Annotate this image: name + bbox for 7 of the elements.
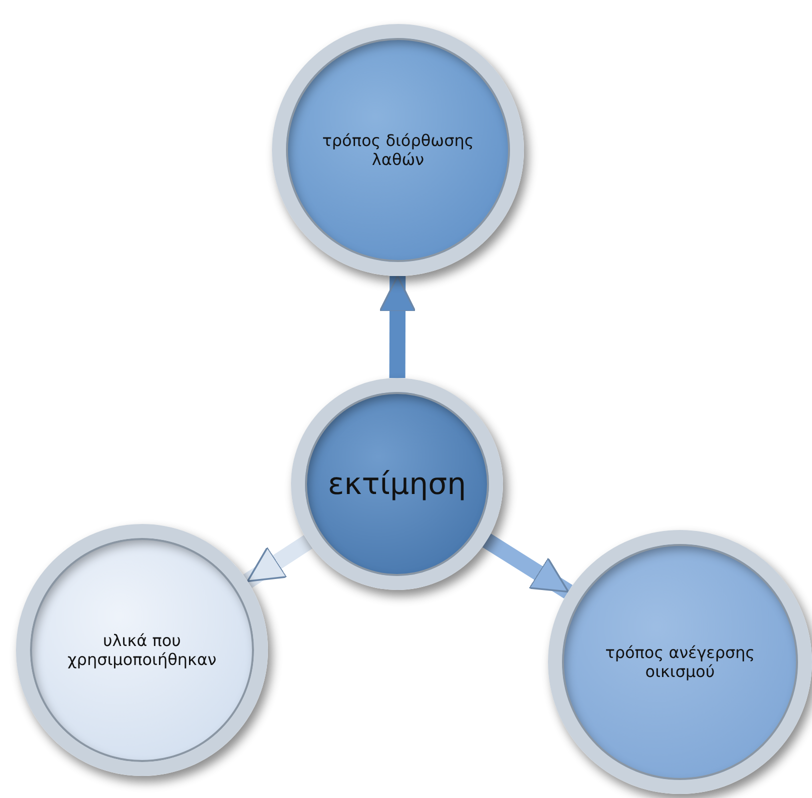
node-label: τρόπος διόρθωσης λαθών xyxy=(321,131,475,169)
node-label: εκτίμηση xyxy=(326,466,468,502)
node-label: υλικά που χρησιμοποιήθηκαν xyxy=(66,631,218,669)
node-label: τρόπος ανέγερσης οικισμού xyxy=(604,643,756,681)
block-arrow xyxy=(243,535,313,588)
block-arrow xyxy=(482,534,573,598)
block-arrow xyxy=(379,275,416,378)
